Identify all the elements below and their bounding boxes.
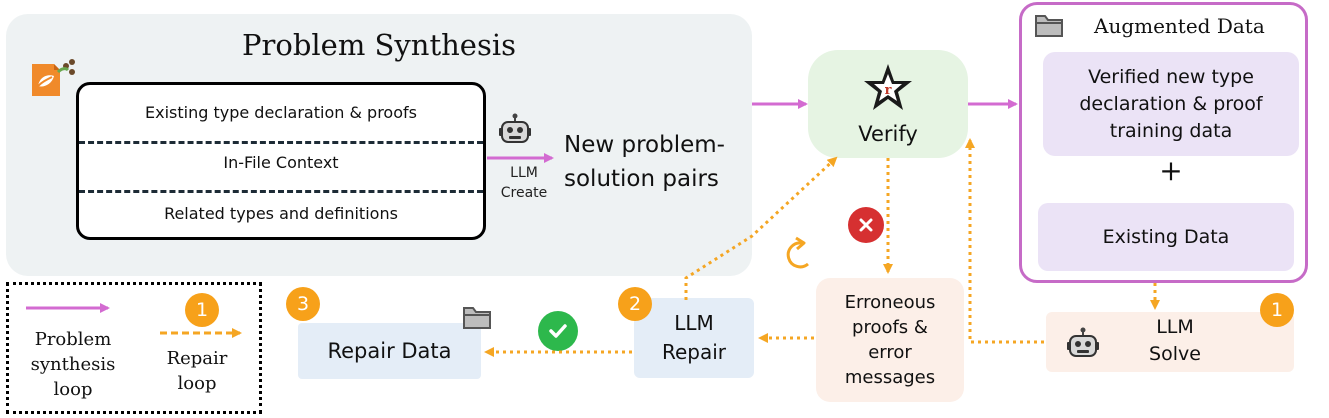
arrow-repair-to-verify <box>684 156 838 300</box>
llm-repair-node: LLM Repair <box>634 298 754 378</box>
checkmark-icon <box>538 311 578 351</box>
llm-solve-line: LLM <box>1156 316 1194 338</box>
legend-synthesis-line: synthesis <box>30 354 116 375</box>
context-row-related-types: Related types and definitions <box>164 204 398 223</box>
legend-badge: 1 <box>185 293 219 327</box>
legend-box <box>6 282 262 414</box>
x-mark-icon <box>848 207 884 243</box>
erroneous-proofs-node: Erroneous proofs & error messages <box>816 278 964 402</box>
seedling-document-icon <box>28 56 80 100</box>
legend-repair-label: Repair loop <box>152 346 242 396</box>
context-divider <box>79 141 483 144</box>
legend-repair-line: Repair <box>166 348 228 369</box>
verified-line: training data <box>1109 119 1233 142</box>
folder-icon <box>1034 12 1064 38</box>
llm-solve-label: LLM Solve <box>1130 314 1220 368</box>
step-badge-3: 3 <box>286 287 320 321</box>
errors-line: messages <box>844 367 936 388</box>
context-row-in-file: In-File Context <box>223 153 339 172</box>
errors-line: Erroneous <box>844 292 936 313</box>
llm-create-label: LLM Create <box>488 163 560 203</box>
step-badge-2: 2 <box>618 287 652 321</box>
legend-synthesis-label: Problem synthesis loop <box>18 327 128 402</box>
errors-line: proofs & <box>852 317 928 338</box>
robot-icon <box>1066 326 1100 360</box>
llm-repair-line: Repair <box>661 340 727 364</box>
legend-synthesis-line: Problem <box>34 329 112 350</box>
augmented-data-title: Augmented Data <box>1094 14 1265 38</box>
verified-line: declaration & proof <box>1079 92 1263 115</box>
legend-synthesis-line: loop <box>53 379 93 400</box>
context-row-type-declarations: Existing type declaration & proofs <box>145 103 417 122</box>
llm-repair-line: LLM <box>674 311 714 335</box>
star-logo-icon: r <box>862 62 914 114</box>
new-problem-solution-pairs: New problem- solution pairs <box>564 128 725 196</box>
repair-data-node: Repair Data <box>298 323 481 379</box>
star-letter: r <box>885 83 892 98</box>
verify-label: Verify <box>858 122 918 146</box>
step-badge-1: 1 <box>1260 293 1294 327</box>
context-box: Existing type declaration & proofs In-Fi… <box>76 82 486 240</box>
arrow-solve-to-verify <box>965 138 1044 344</box>
verified-line: Verified new type <box>1088 65 1254 88</box>
legend-repair-line: loop <box>177 373 217 394</box>
robot-icon <box>498 112 532 146</box>
existing-data: Existing Data <box>1038 203 1294 271</box>
errors-line: error <box>868 342 912 363</box>
plus-sign: + <box>1159 154 1183 187</box>
llm-create-line: Create <box>500 185 548 201</box>
llm-create-line: LLM <box>510 165 538 181</box>
verified-training-data: Verified new type declaration & proof tr… <box>1043 52 1299 156</box>
context-divider <box>79 190 483 193</box>
llm-solve-line: Solve <box>1149 343 1201 365</box>
problem-synthesis-title: Problem Synthesis <box>241 28 516 62</box>
retry-icon <box>778 234 820 276</box>
folder-icon <box>462 304 492 330</box>
new-pairs-line: New problem- <box>564 132 725 158</box>
new-pairs-line: solution pairs <box>564 166 719 192</box>
